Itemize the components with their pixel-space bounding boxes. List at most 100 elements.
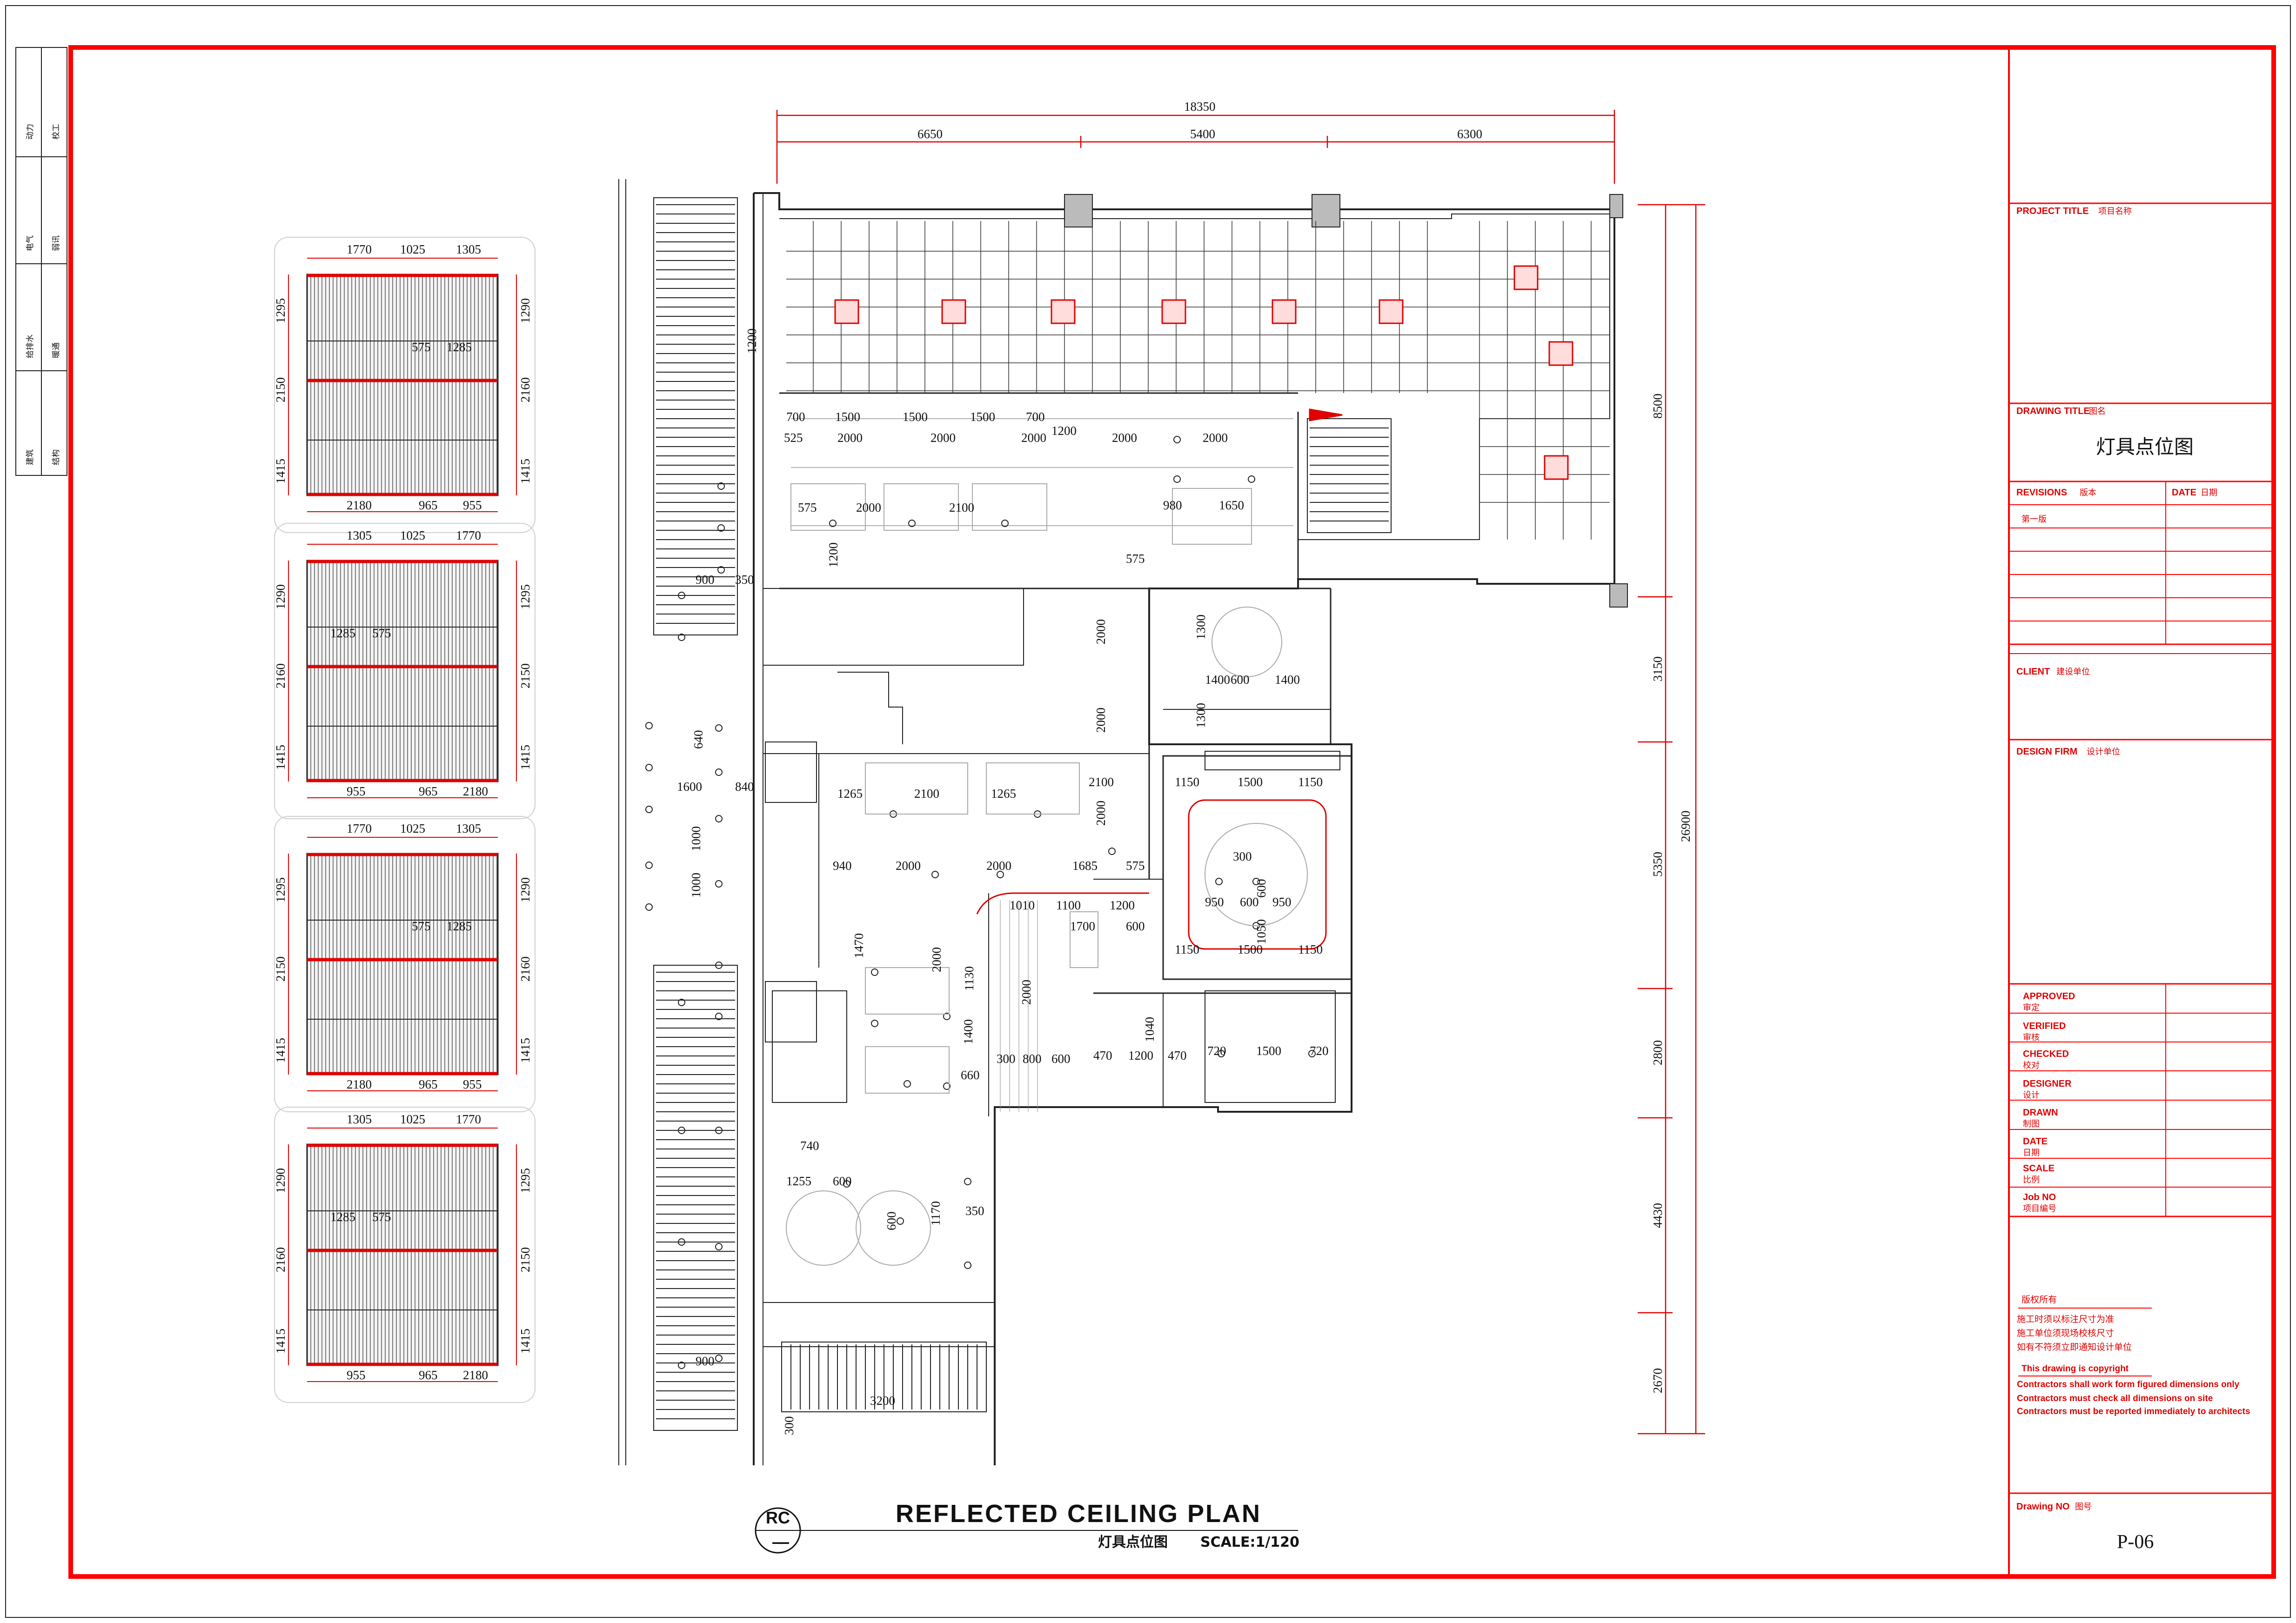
note-en-3: Contractors must be reported immediately… — [2017, 1407, 2250, 1416]
panel-top-dim: 1025 — [400, 1112, 425, 1126]
rc-marker-top: RC — [766, 1508, 790, 1527]
kitchen-dim-6: 720 — [1310, 1044, 1329, 1058]
lower-dim-9: 1400 — [961, 1019, 975, 1044]
panel-inner-dim: 1285 — [447, 340, 472, 354]
light-fixture — [1513, 265, 1539, 290]
dim-right-seg-5: 2670 — [1651, 1368, 1665, 1393]
plan-title-block: RC — REFLECTED CEILING PLAN 灯具点位图 SCALE:… — [755, 1500, 1299, 1554]
bottom-dim-4: 1170 — [929, 1201, 943, 1226]
panel-inner-dim: 575 — [372, 626, 391, 640]
client-label: CLIENT — [2016, 667, 2050, 677]
mid-dim-7: 1685 — [1072, 859, 1098, 873]
panel-inner-dim: 1285 — [330, 1210, 355, 1224]
panel-slats — [310, 562, 497, 780]
kitchen-dim-5: 1500 — [1256, 1044, 1281, 1058]
panel-top-dim: 1305 — [456, 242, 481, 256]
date-col-cn: 日期 — [2201, 488, 2217, 498]
vip-dim-5: 950 — [1272, 895, 1292, 909]
left-dim-1: 840 — [735, 780, 754, 794]
design-firm-label: DESIGN FIRM — [2016, 747, 2077, 757]
revisions-cn: 版本 — [2080, 488, 2096, 498]
sign-row-en-5: DATE — [2023, 1136, 2048, 1147]
mid-dim-0: 1265 — [837, 787, 863, 801]
vip-dim-8: 1150 — [1175, 942, 1199, 956]
panel-left-dim: 2160 — [274, 1247, 288, 1272]
lower-dim-4: 600 — [1126, 919, 1145, 933]
panel-left-dim: 2150 — [274, 956, 288, 982]
sign-row-en-6: SCALE — [2023, 1163, 2055, 1174]
panel-right-dim: 1290 — [518, 298, 532, 323]
panel-inner-dim: 575 — [372, 1210, 391, 1224]
revisions-label: REVISIONS — [2016, 488, 2067, 498]
vip-dim-11: 300 — [1233, 849, 1252, 863]
panel-right-dim: 1415 — [518, 1329, 532, 1354]
bottom-dim-7: 300 — [782, 1416, 796, 1436]
note-cn-2: 施工单位须现场校核尺寸 — [2017, 1328, 2114, 1338]
panel-inner-dim: 575 — [412, 919, 431, 933]
panel-left-dim: 1415 — [274, 459, 288, 484]
strip-cell-a-0: 动力 — [26, 124, 35, 140]
panel-top-dim: 1305 — [456, 822, 481, 835]
mid-dim-2: 1265 — [991, 787, 1016, 801]
sign-row-cn-2: 校对 — [2023, 1061, 2040, 1070]
sign-row-cn-6: 比例 — [2023, 1175, 2040, 1185]
light-fixture — [1379, 299, 1404, 324]
drawing-title-label: DRAWING TITLE — [2016, 406, 2090, 416]
sign-row-cn-3: 设计 — [2023, 1090, 2040, 1100]
panel-right-dim: 1415 — [518, 459, 532, 484]
panel-bottom-dim: 955 — [463, 498, 482, 512]
copyright-notes: 版权所有 施工时须以标注尺寸为准 施工单位须现场校核尺寸 如有不符须立即通知设计… — [2017, 1295, 2250, 1416]
vip-dim-1: 1500 — [1238, 775, 1263, 789]
panel-bottom-dim: 955 — [347, 784, 366, 798]
strip-cell-b-0: 校工 — [52, 124, 61, 140]
bottom-dim-0: 740 — [800, 1139, 819, 1153]
panel-bottom-dim: 965 — [419, 784, 438, 798]
vip-dim-6: 1050 — [1254, 919, 1268, 944]
vip-dim-0: 1150 — [1175, 775, 1199, 789]
sign-row-en-0: APPROVED — [2023, 991, 2075, 1002]
light-fixture — [1051, 299, 1076, 324]
panel-left-dim: 1415 — [274, 745, 288, 770]
vert-dim-0: 1200 — [745, 328, 759, 354]
title-block: PROJECT TITLE 项目名称 DRAWING TITLE 图名 灯具点位… — [2008, 47, 2274, 1576]
plan-dim-b-0: 525 — [784, 431, 803, 445]
panel-bottom-dim: 965 — [419, 1368, 438, 1382]
dim-top-seg-2: 6300 — [1457, 127, 1482, 141]
strip-cell-b-3: 结构 — [52, 449, 61, 465]
vert-dim-2: 2000 — [1094, 619, 1108, 644]
lower-dim-0: 1010 — [1010, 898, 1035, 912]
lower-dim-10: 300 — [997, 1052, 1016, 1066]
client-cn: 建设单位 — [2056, 667, 2090, 677]
right-dimensions — [1638, 204, 1705, 1435]
strip-cell-b-2: 暖通 — [52, 342, 61, 358]
vip-dim-10: 1150 — [1298, 942, 1323, 956]
panel-left-dim: 2160 — [274, 663, 288, 688]
left-dim-6: 350 — [735, 573, 754, 587]
panel-slats — [310, 855, 497, 1073]
lower-dim-6: 2000 — [930, 947, 944, 972]
lower-dim-5: 1470 — [852, 933, 866, 958]
dim-top-total: 18350 — [1184, 100, 1216, 114]
drawing-frame — [68, 45, 2276, 1579]
room-dim-1: 1400 — [1205, 673, 1230, 687]
panel-bottom-dim: 965 — [419, 1077, 438, 1091]
sheet-outer-border — [5, 5, 2291, 1618]
dim-right-seg-2: 5350 — [1651, 852, 1665, 877]
left-dim-3: 1000 — [689, 873, 703, 898]
vert-dim-4: 2000 — [1094, 801, 1108, 826]
panel-right-dim: 2160 — [518, 377, 532, 402]
strip-cell-a-1: 电气 — [26, 235, 35, 251]
lower-dim-2: 1200 — [1110, 898, 1135, 912]
kitchen-dim-3: 1040 — [1143, 1017, 1157, 1042]
date-col-label: DATE — [2172, 488, 2196, 498]
drawing-title-value: 灯具点位图 — [2096, 435, 2194, 458]
top-dimensions — [776, 110, 1615, 184]
plan-dim-a-3: 1500 — [970, 410, 995, 424]
panel-top-dim: 1770 — [456, 1112, 481, 1126]
bottom-dim-2: 600 — [833, 1174, 852, 1188]
